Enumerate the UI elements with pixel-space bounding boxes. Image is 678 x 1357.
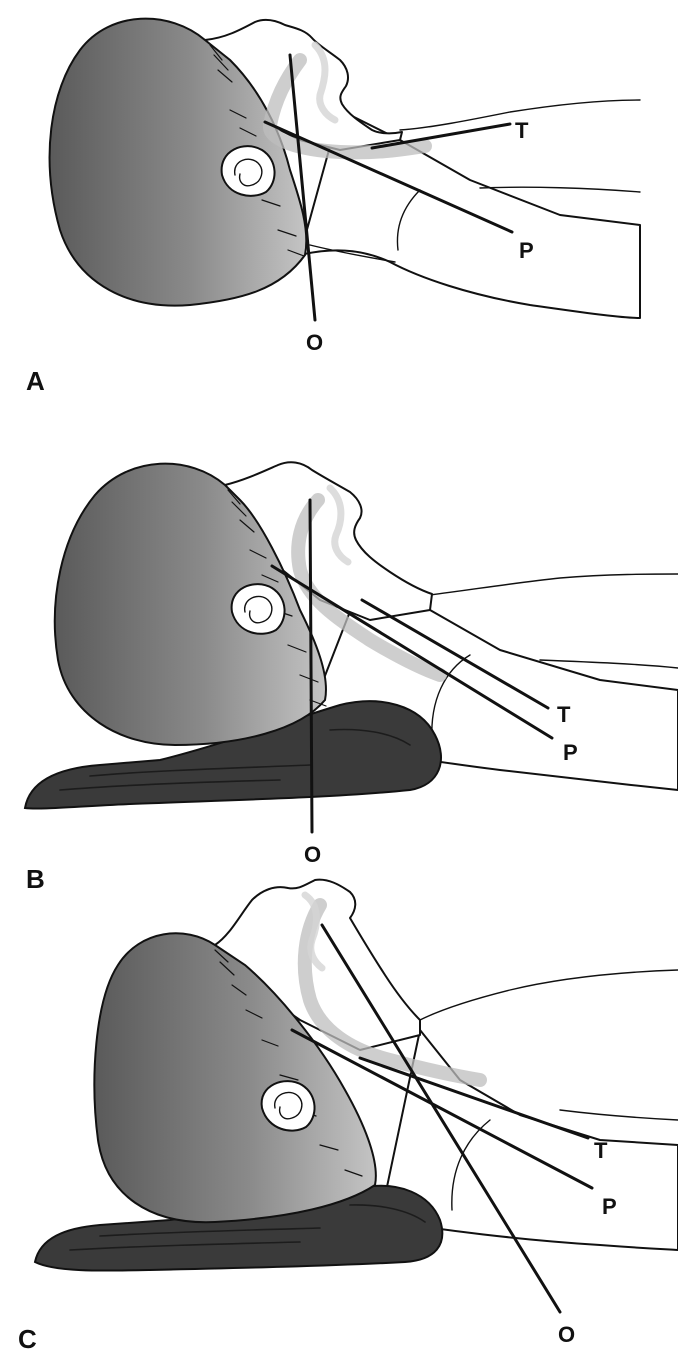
axis-label-t: T xyxy=(557,702,571,727)
arm-line xyxy=(480,187,640,192)
panel-b: T P O B xyxy=(25,462,678,894)
chest-line xyxy=(420,970,678,1020)
axis-label-o: O xyxy=(558,1322,575,1347)
axis-line-o xyxy=(310,500,312,832)
axis-label-p: P xyxy=(519,238,534,263)
panel-label-b: B xyxy=(26,864,45,894)
axis-label-t: T xyxy=(594,1138,608,1163)
panel-a: T P O A xyxy=(26,19,640,396)
axis-label-o: O xyxy=(304,842,321,867)
ear xyxy=(222,146,275,196)
axis-label-t: T xyxy=(515,118,529,143)
axis-label-p: P xyxy=(602,1194,617,1219)
axis-label-o: O xyxy=(306,330,323,355)
chest-line xyxy=(430,574,678,595)
panel-label-c: C xyxy=(18,1324,37,1354)
panel-c: T P O C xyxy=(18,880,678,1354)
arm-line xyxy=(560,1110,678,1120)
panel-label-a: A xyxy=(26,366,45,396)
axis-label-p: P xyxy=(563,740,578,765)
ear xyxy=(232,584,285,634)
arm-line xyxy=(540,660,678,668)
